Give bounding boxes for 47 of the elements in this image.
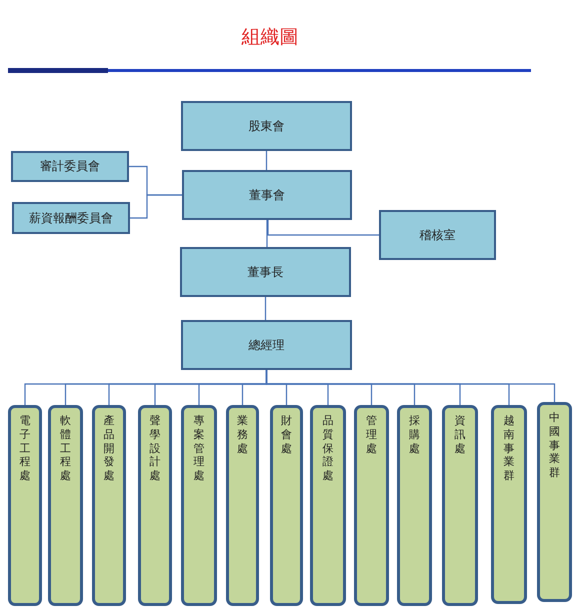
department-box: [48, 405, 83, 606]
unit-name: 財會處: [281, 414, 292, 456]
unit-name: 專案管理處: [194, 414, 204, 483]
connector-line: [266, 151, 268, 170]
org-box: [11, 151, 129, 182]
connector-line: [267, 220, 379, 236]
org-box: [180, 247, 351, 297]
department-box: [397, 405, 432, 606]
org-box: [379, 210, 496, 260]
connector-line: [264, 297, 266, 320]
chart-title: 組織圖: [240, 25, 300, 50]
org-box: [181, 101, 352, 151]
unit-name: 資訊處: [454, 414, 466, 456]
org-box: [182, 170, 352, 220]
connector-line: [266, 370, 556, 402]
unit-name: 總經理: [248, 336, 284, 354]
department-box: [92, 405, 126, 606]
unit-name: 聲學設計處: [150, 414, 160, 483]
unit-name: 稽核室: [420, 226, 456, 244]
department-box: [8, 405, 42, 606]
connector-line: [130, 194, 182, 219]
unit-name: 軟體工程處: [60, 414, 71, 483]
unit-name: 審計委員會: [40, 158, 100, 175]
unit-name: 薪資報酬委員會: [29, 210, 113, 226]
department-box: [310, 405, 346, 606]
unit-name: 業務處: [237, 414, 248, 456]
department-box: [138, 405, 172, 606]
unit-name: 產品開發處: [104, 414, 114, 483]
department-box: [442, 405, 478, 606]
unit-name: 董事會: [249, 186, 285, 204]
unit-name: 中國事業群: [549, 411, 560, 480]
unit-name: 電子工程處: [20, 414, 30, 483]
org-box: [12, 202, 130, 234]
unit-name: 股東會: [248, 118, 284, 134]
department-box: [537, 402, 572, 602]
connector-line: [266, 220, 268, 247]
org-box: [181, 320, 352, 370]
department-box: [181, 405, 217, 606]
unit-name: 管理處: [366, 414, 377, 456]
department-box: [354, 405, 389, 606]
department-box: [270, 405, 303, 606]
unit-name: 越南事業群: [504, 414, 514, 483]
department-box: [491, 405, 527, 604]
unit-name: 董事長: [248, 264, 284, 280]
unit-name: 採購處: [409, 414, 420, 456]
unit-name: 品質保證處: [322, 414, 334, 483]
department-box: [226, 405, 259, 606]
